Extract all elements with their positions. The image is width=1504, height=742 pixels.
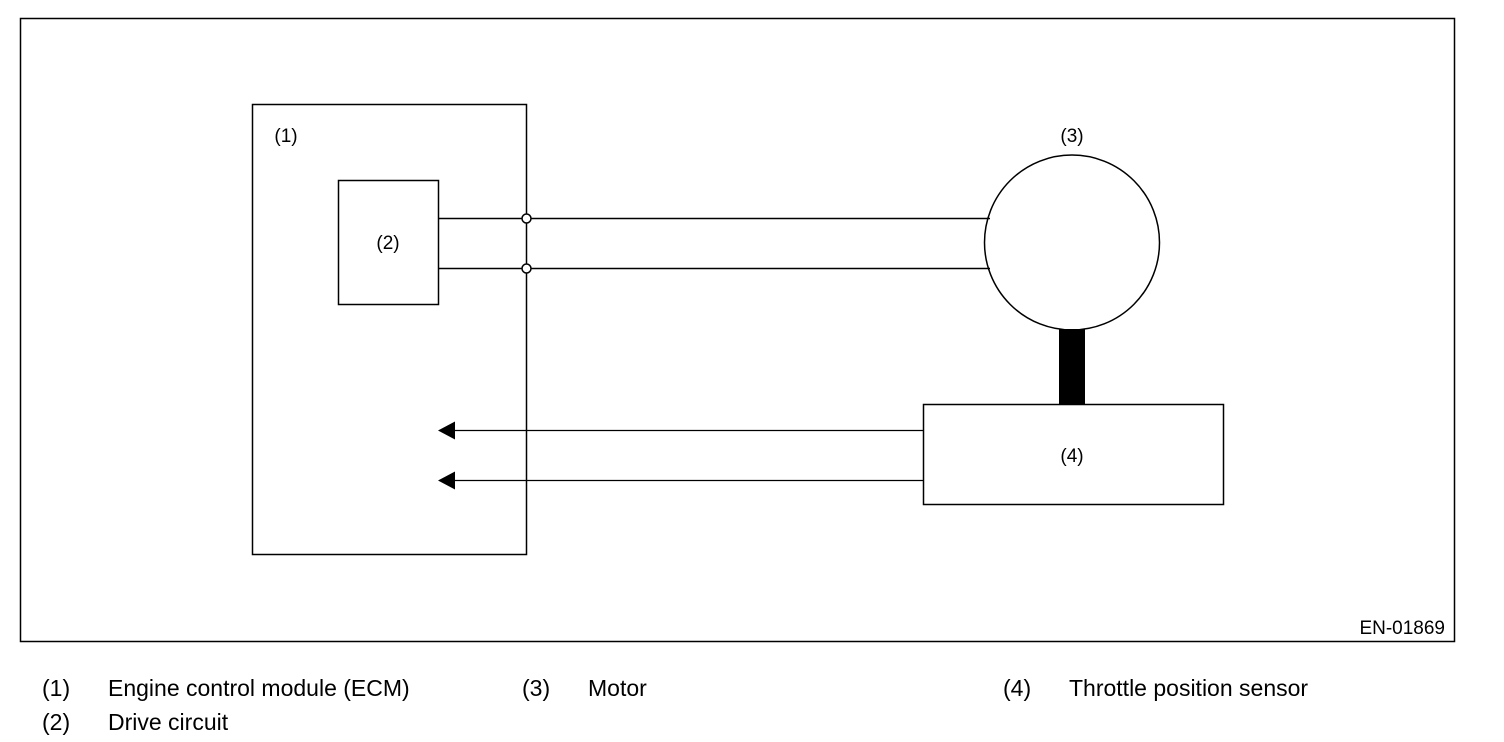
figure-frame — [19, 17, 1456, 643]
sensor-signal-arrow-upper — [438, 421, 455, 440]
motor-circle — [983, 154, 1161, 331]
legend-label: Drive circuit — [108, 709, 229, 735]
legend-item-throttle-sensor: (4) Throttle position sensor — [1003, 674, 1363, 702]
terminal-upper — [521, 213, 532, 224]
figure-id: EN-01869 — [1359, 618, 1445, 639]
legend-label: Engine control module (ECM) — [108, 675, 410, 701]
legend-number: (4) — [1003, 675, 1032, 701]
legend-item-motor: (3) Motor — [522, 674, 722, 702]
terminal-lower — [521, 263, 532, 274]
drive-circuit-box — [337, 179, 440, 306]
legend-label: Motor — [588, 675, 647, 701]
ecm-box — [251, 103, 528, 556]
legend-number: (3) — [522, 675, 551, 701]
legend-item-drive-circuit: (2) Drive circuit — [42, 708, 342, 736]
legend-item-ecm: (1) Engine control module (ECM) — [42, 674, 462, 702]
ecm-marker: (1) — [274, 126, 297, 147]
motor-marker: (3) — [1060, 126, 1083, 147]
legend-number: (1) — [42, 675, 71, 701]
motor-shaft — [1059, 329, 1085, 405]
legend-label: Throttle position sensor — [1069, 675, 1309, 701]
sensor-signal-arrow-lower — [438, 471, 455, 490]
legend-number: (2) — [42, 709, 71, 735]
throttle-sensor-marker: (4) — [1060, 446, 1083, 467]
throttle-sensor-box — [922, 403, 1225, 506]
drive-circuit-marker: (2) — [376, 233, 399, 254]
